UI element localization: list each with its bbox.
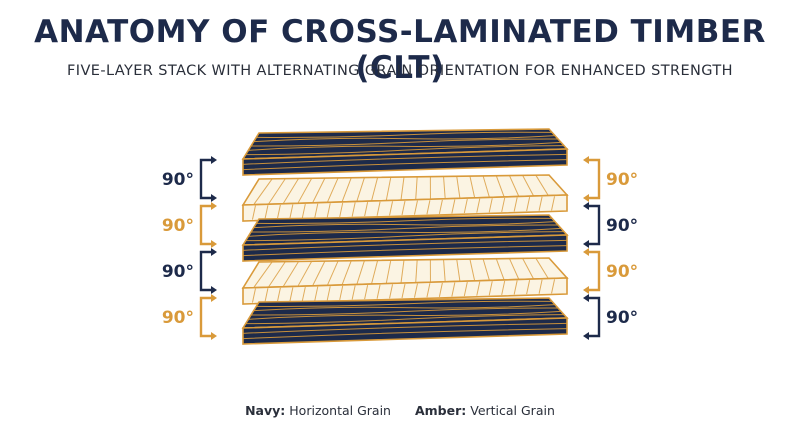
left-angle-indicator-3: 90° bbox=[162, 248, 217, 294]
arrow-head-icon bbox=[211, 240, 217, 248]
arrow-head-icon bbox=[211, 202, 217, 210]
arrow-head-icon bbox=[211, 332, 217, 340]
clt-layer-4-light bbox=[241, 257, 569, 305]
grain-lines bbox=[251, 257, 556, 303]
layer-front-face bbox=[242, 194, 568, 222]
left-angle-label: 90° bbox=[162, 170, 194, 190]
grain-lines bbox=[242, 131, 568, 171]
grain-lines bbox=[251, 174, 556, 220]
right-angle-label: 90° bbox=[606, 216, 638, 236]
arrow-head-icon bbox=[583, 202, 589, 210]
right-angle-indicator-1: 90° bbox=[583, 156, 638, 202]
legend: Navy: Horizontal Grain Amber: Vertical G… bbox=[0, 403, 800, 418]
arrow-head-icon bbox=[583, 194, 589, 202]
bracket-line bbox=[588, 296, 601, 338]
arrow-head-icon bbox=[583, 156, 589, 164]
clt-layer-5-navy bbox=[241, 297, 569, 345]
left-angle-label: 90° bbox=[162, 308, 194, 328]
left-angle-label: 90° bbox=[162, 262, 194, 282]
left-angle-label: 90° bbox=[162, 216, 194, 236]
clt-layer-2-light bbox=[241, 174, 569, 222]
right-angle-indicator-4: 90° bbox=[583, 294, 638, 340]
bracket-line bbox=[199, 204, 212, 246]
right-angle-label: 90° bbox=[606, 262, 638, 282]
arrow-head-icon bbox=[583, 240, 589, 248]
arrow-head-icon bbox=[583, 286, 589, 294]
left-angle-indicator-1: 90° bbox=[162, 156, 217, 202]
right-angle-indicators: 90° 90° 90° 90° bbox=[583, 156, 638, 340]
arrow-head-icon bbox=[211, 248, 217, 256]
bracket-line bbox=[199, 296, 212, 338]
layer-stack bbox=[241, 128, 569, 345]
legend-amber-key: Amber: bbox=[414, 403, 467, 418]
clt-layer-3-navy bbox=[241, 214, 569, 262]
arrow-head-icon bbox=[211, 194, 217, 202]
left-angle-indicator-4: 90° bbox=[162, 294, 217, 340]
right-angle-indicator-3: 90° bbox=[583, 248, 638, 294]
grain-lines bbox=[242, 300, 568, 340]
right-angle-label: 90° bbox=[606, 308, 638, 328]
bracket-line bbox=[199, 250, 212, 292]
grain-lines bbox=[242, 217, 568, 257]
arrow-head-icon bbox=[583, 294, 589, 302]
left-angle-indicators: 90° 90° 90° 90° bbox=[162, 156, 217, 340]
right-angle-label: 90° bbox=[606, 170, 638, 190]
bracket-line bbox=[588, 250, 601, 292]
right-angle-indicator-2: 90° bbox=[583, 202, 638, 248]
diagram-title: ANATOMY OF CROSS-LAMINATED TIMBER (CLT) bbox=[34, 14, 766, 86]
arrow-head-icon bbox=[211, 156, 217, 164]
arrow-head-icon bbox=[211, 286, 217, 294]
left-angle-indicator-2: 90° bbox=[162, 202, 217, 248]
bracket-line bbox=[588, 204, 601, 246]
arrow-head-icon bbox=[211, 294, 217, 302]
clt-layer-1-navy bbox=[241, 128, 569, 176]
arrow-head-icon bbox=[583, 248, 589, 256]
layer-front-face bbox=[242, 277, 568, 305]
bracket-line bbox=[199, 158, 212, 200]
legend-navy: Navy: Horizontal Grain bbox=[245, 403, 395, 418]
bracket-line bbox=[588, 158, 601, 200]
arrow-head-icon bbox=[583, 332, 589, 340]
legend-amber: Amber: Vertical Grain bbox=[415, 403, 555, 418]
legend-amber-text: Vertical Grain bbox=[470, 403, 555, 418]
diagram-subtitle: FIVE-LAYER STACK WITH ALTERNATING GRAIN … bbox=[67, 63, 733, 79]
legend-navy-text: Horizontal Grain bbox=[289, 403, 391, 418]
legend-navy-key: Navy: bbox=[245, 403, 286, 418]
